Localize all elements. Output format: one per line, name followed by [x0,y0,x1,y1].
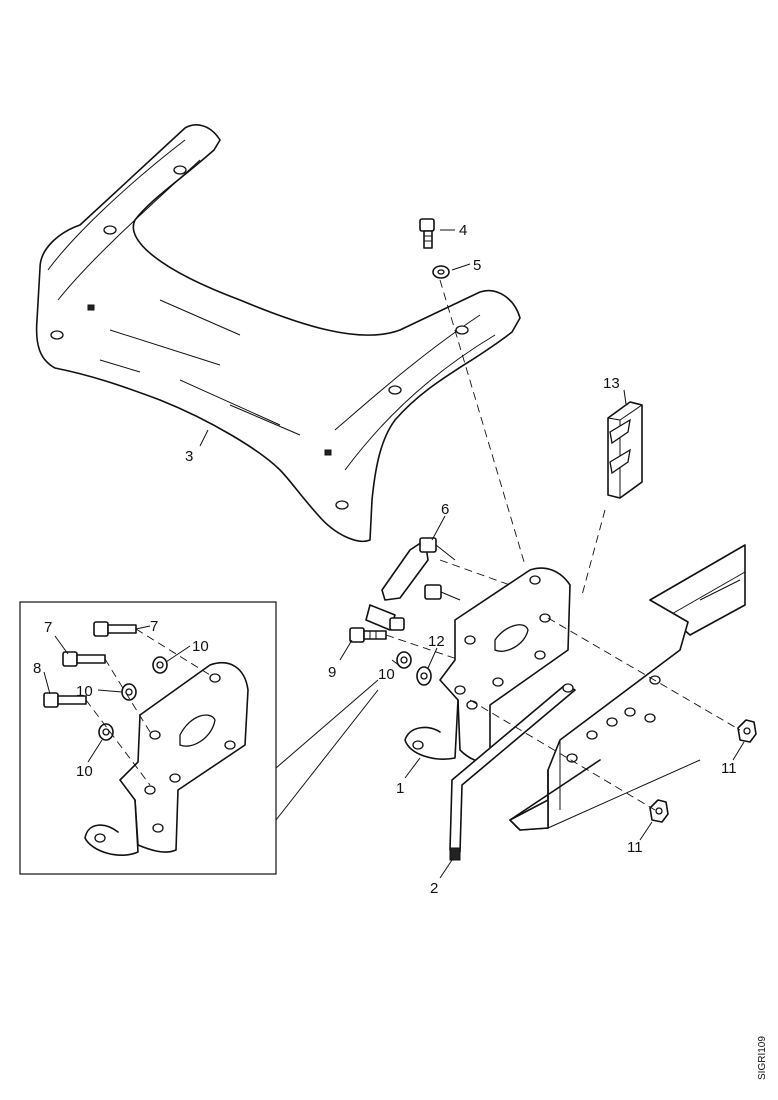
washer-part-10 [396,651,412,669]
assembly-line-9 [385,634,461,661]
mounting-bracket-part-1 [404,567,571,763]
inset-pointer-upper [275,679,379,769]
bolt-assembly-part-6 [365,537,461,631]
inset-callout-7-top: 7 [150,618,158,635]
inset-callout-7-left: 7 [44,619,52,636]
callout-11-lower: 11 [627,839,643,856]
inset-callout-8: 8 [33,660,41,677]
callout-12: 12 [428,633,445,650]
callout-9: 9 [328,664,336,681]
nut-part-12 [416,666,432,686]
inset-callout-10-top: 10 [192,638,209,655]
slotted-plate-part-13 [607,401,643,499]
inset-callout-10-bottom: 10 [76,763,93,780]
assembly-line-bolt-4 [439,279,526,566]
figure-id: SIGRI109 [757,1036,768,1080]
callout-11-upper: 11 [721,760,737,777]
callout-5: 5 [473,257,481,274]
nut-part-11-lower [649,799,669,823]
callout-13: 13 [603,375,620,392]
inset-pointer-lower [275,689,379,821]
callout-2: 2 [430,880,438,897]
strap-part-2 [449,683,576,861]
assembly-line-11-upper [547,617,741,731]
assembly-line-11-lower [469,699,656,811]
nut-part-11-upper [737,719,757,743]
callout-6: 6 [441,501,449,518]
bolt-part-9 [349,627,387,643]
cross-member-bracket [35,124,521,542]
assembly-line-6a [439,559,511,586]
bolt-part-4 [419,218,435,249]
inset-callout-10-mid: 10 [76,683,93,700]
callout-10: 10 [378,666,395,683]
assembly-line-plate-13 [581,509,606,596]
detail-inset [19,601,277,875]
washer-part-5 [432,265,450,279]
callout-3: 3 [185,448,193,465]
callout-4: 4 [459,222,467,239]
callout-1: 1 [396,780,404,797]
